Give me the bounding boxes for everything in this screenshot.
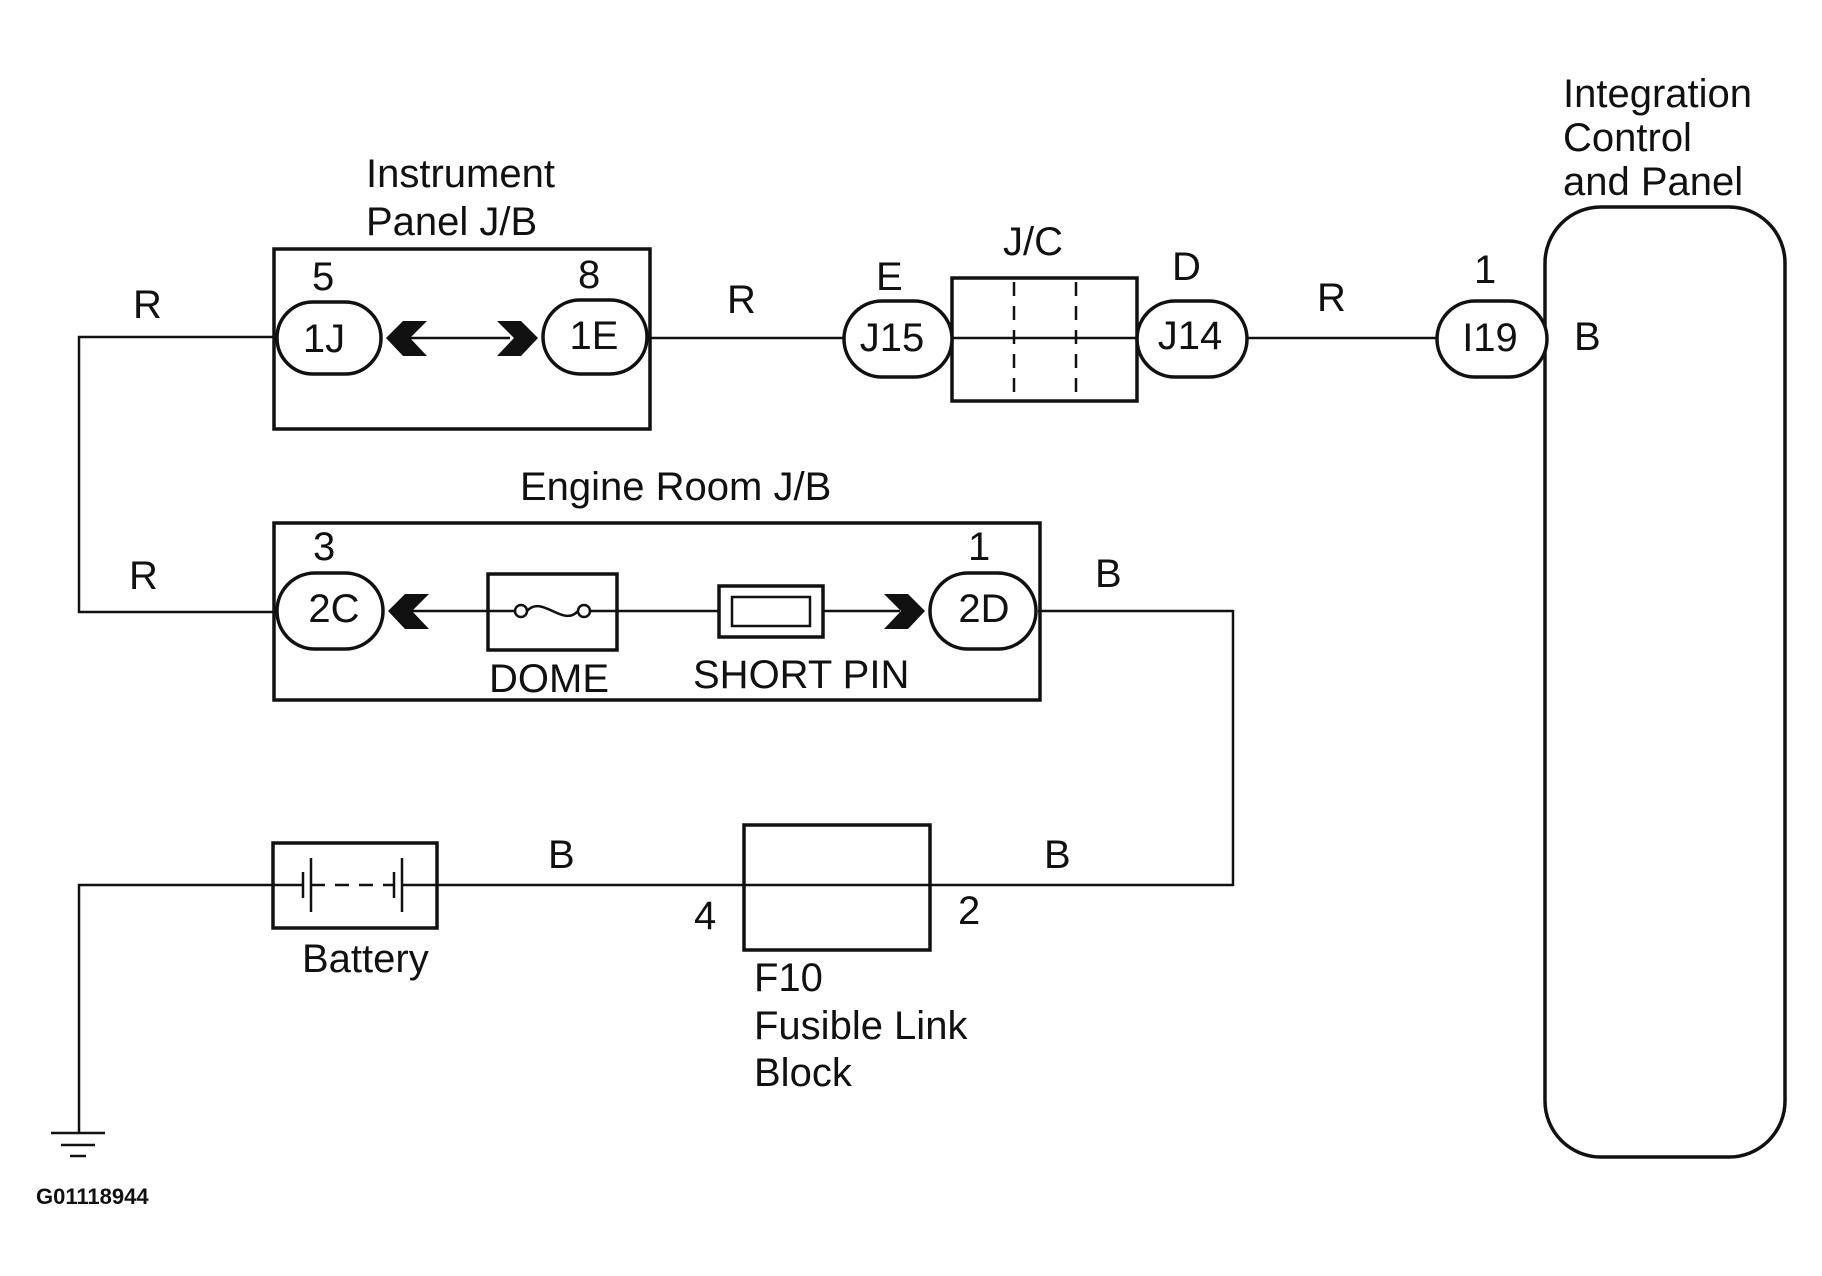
arrow-1j-icon bbox=[386, 321, 427, 356]
fuse-icon bbox=[526, 604, 579, 618]
wire-color-labels: R R R R B B B bbox=[129, 276, 1346, 877]
instrument-panel-jb: Instrument Panel J/B 5 8 1J 1E bbox=[272, 152, 652, 431]
fusible-link-pin-left: 4 bbox=[694, 894, 716, 938]
wire-er-to-fl bbox=[930, 609, 1235, 887]
short-pin-inner bbox=[730, 595, 812, 628]
er-jb-box bbox=[272, 521, 1042, 702]
connector-2d-label: 2D bbox=[958, 587, 1009, 631]
icp-box bbox=[1543, 205, 1787, 1159]
connector-i19-label: I19 bbox=[1462, 316, 1518, 360]
connector-2c-label: 2C bbox=[308, 587, 359, 631]
connector-2d bbox=[928, 571, 1038, 651]
fusible-link-pin-right: 2 bbox=[958, 889, 980, 933]
jc-title: J/C bbox=[1003, 220, 1063, 264]
ground-icon bbox=[51, 1131, 105, 1158]
junction-connector: J/C E D J15 J14 bbox=[842, 220, 1249, 403]
battery: Battery bbox=[271, 841, 439, 981]
wire-color-battery-to-fl: B bbox=[548, 833, 575, 877]
connector-j14 bbox=[1135, 299, 1249, 379]
wire-color-ip-left-upper: R bbox=[133, 283, 162, 327]
connector-1j bbox=[275, 300, 383, 376]
wire-color-er-right: B bbox=[1095, 552, 1122, 596]
ip-jb-pin-left: 5 bbox=[312, 255, 334, 299]
icp-terminal: B bbox=[1574, 315, 1601, 359]
arrow-2c-icon bbox=[388, 594, 429, 629]
jc-pin-right: D bbox=[1172, 245, 1201, 289]
fusible-link-label-3: Block bbox=[754, 1051, 853, 1095]
wires bbox=[77, 335, 1438, 1133]
connector-j15-label: J15 bbox=[860, 316, 925, 360]
er-jb-title: Engine Room J/B bbox=[520, 465, 831, 509]
arrow-2d-icon bbox=[884, 594, 925, 629]
wire-color-ip-left-lower: R bbox=[129, 554, 158, 598]
ip-jb-pin-right: 8 bbox=[578, 253, 600, 297]
connector-1e bbox=[541, 298, 649, 376]
wire-ground bbox=[77, 883, 273, 1133]
er-jb-pin-right: 1 bbox=[968, 525, 990, 569]
wire-color-ip-to-jc: R bbox=[727, 278, 756, 322]
wire-color-jc-to-icp: R bbox=[1317, 276, 1346, 320]
jc-pin-left: E bbox=[876, 255, 903, 299]
short-pin-outer bbox=[717, 584, 825, 639]
wire-left-vertical bbox=[77, 335, 279, 614]
icp-title-3: and Panel bbox=[1563, 160, 1743, 204]
connector-j15 bbox=[842, 299, 954, 379]
icp-title-1: Integration bbox=[1563, 72, 1752, 116]
ip-jb-title-1: Instrument bbox=[366, 152, 555, 196]
engine-room-jb: Engine Room J/B 3 1 2C 2D DOME SHORT PIN bbox=[272, 465, 1042, 702]
fusible-link-box bbox=[742, 823, 932, 952]
jc-box bbox=[950, 276, 1139, 403]
connector-1j-label: 1J bbox=[303, 317, 345, 361]
connector-j14-label: J14 bbox=[1158, 314, 1223, 358]
connector-i19 bbox=[1435, 299, 1549, 379]
er-jb-pin-left: 3 bbox=[313, 525, 335, 569]
ip-jb-box bbox=[272, 247, 652, 431]
fusible-link-label-2: Fusible Link bbox=[754, 1004, 968, 1048]
dome-fuse-label: DOME bbox=[489, 657, 609, 701]
figure-code: G01118944 bbox=[36, 1184, 149, 1209]
wire-color-fl-to-er: B bbox=[1044, 833, 1071, 877]
connector-1e-label: 1E bbox=[570, 314, 619, 358]
ip-jb-title-2: Panel J/B bbox=[366, 200, 537, 244]
arrow-1e-icon bbox=[497, 321, 538, 356]
battery-label: Battery bbox=[302, 937, 429, 981]
fusible-link-block: 4 2 F10 Fusible Link Block bbox=[694, 823, 980, 1095]
short-pin-label: SHORT PIN bbox=[693, 653, 909, 697]
integration-panel: Integration Control and Panel 1 I19 B bbox=[1435, 72, 1787, 1159]
fusible-link-label-1: F10 bbox=[754, 956, 823, 1000]
connector-2c bbox=[275, 571, 385, 651]
icp-title-2: Control bbox=[1563, 116, 1692, 160]
icp-pin: 1 bbox=[1474, 248, 1496, 292]
